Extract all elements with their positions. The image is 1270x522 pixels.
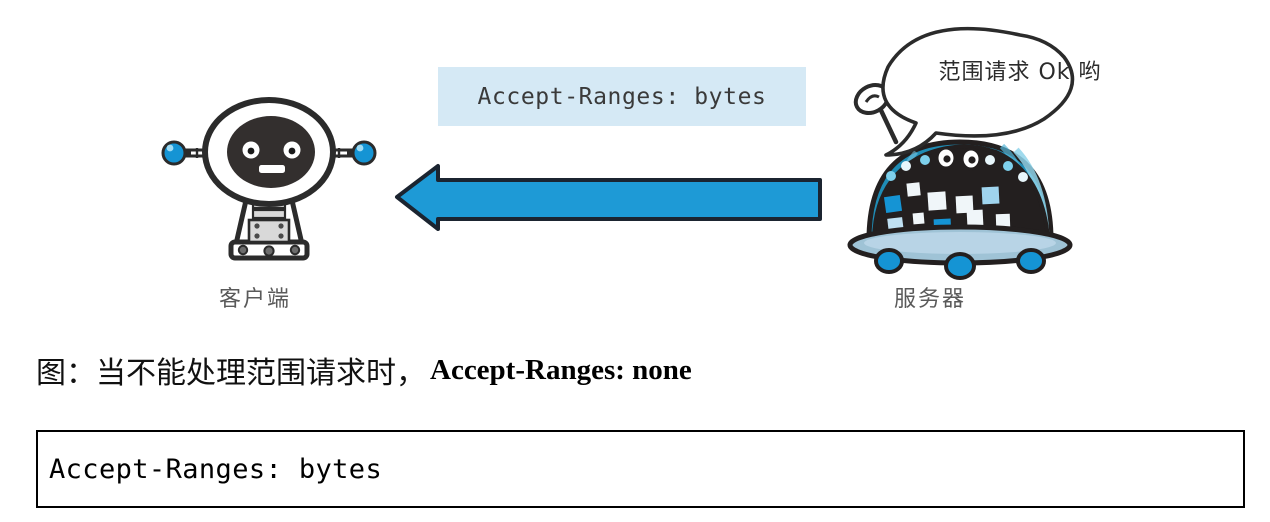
client-robot-graphic [161, 97, 377, 261]
client-eyes [242, 141, 301, 159]
accept-ranges-header-text: Accept-Ranges: bytes [477, 83, 767, 110]
server-graphic [847, 83, 1073, 280]
server-eyes [935, 146, 982, 171]
response-arrow [395, 164, 822, 231]
figure-caption-english: Accept-Ranges: none [430, 353, 692, 386]
server-speech-bubble-text: 范围请求 Ok 哟 [938, 60, 1102, 85]
client-mouth [259, 165, 285, 173]
server-speech-bubble [881, 26, 1075, 157]
server-wheels [874, 248, 1046, 280]
figure-illustration: Accept-Ranges: bytes 范围请求 Ok 哟 客户端 服务器 [161, 26, 1102, 312]
server-indicator-lights [886, 155, 1028, 182]
client-caption: 客户端 [219, 287, 292, 312]
figure-canvas [161, 26, 1075, 280]
accept-ranges-header-chip: Accept-Ranges: bytes [438, 67, 806, 126]
code-block: Accept-Ranges: bytes [36, 430, 1245, 508]
server-caption: 服务器 [894, 287, 967, 312]
client-head [202, 97, 336, 207]
figure-caption: 图：当不能处理范围请求时， Accept-Ranges: none [36, 348, 692, 392]
figure-caption-chinese: 图：当不能处理范围请求时， [36, 356, 426, 391]
code-block-text: Accept-Ranges: bytes [49, 453, 383, 485]
server-antenna [853, 83, 899, 145]
